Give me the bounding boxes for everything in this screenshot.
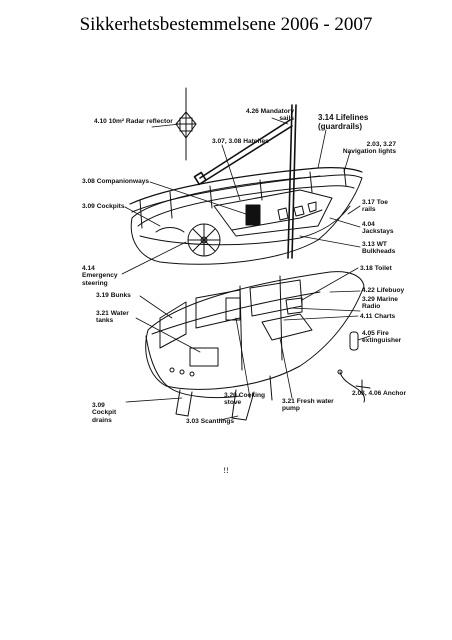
footnote: !! bbox=[223, 466, 229, 475]
label-toe-rails: 3.17 Toe rails bbox=[362, 199, 388, 214]
anchor-drawing bbox=[337, 369, 371, 403]
label-scantlings: 3.03 Scantlings bbox=[186, 418, 235, 425]
label-cockpits: 3.09 Cockpits bbox=[82, 203, 125, 210]
label-wt-bulkheads: 3.13 WT Bulkheads bbox=[362, 241, 396, 256]
label-toilet: 3.18 Toilet bbox=[360, 265, 392, 272]
label-jackstays: 4.04 Jackstays bbox=[362, 221, 394, 236]
label-anchor: 2.03, 4.06 Anchor bbox=[352, 390, 407, 397]
leader-lines bbox=[121, 117, 371, 421]
label-charts: 4.11 Charts bbox=[360, 313, 396, 320]
label-marine-radio: 3.29 Marine Radio bbox=[362, 296, 398, 311]
label-water-tanks: 3.21 Water tanks bbox=[96, 310, 129, 325]
deck-drawing bbox=[129, 167, 363, 265]
label-lifebuoy: 4.22 Lifebuoy bbox=[362, 287, 405, 294]
label-cooking-stove: 3.20 Cooking stove bbox=[224, 392, 266, 407]
label-hatches: 3.07, 3.08 Hatches bbox=[212, 138, 269, 145]
label-emergency-steering: 4.14 Emergency steering bbox=[82, 265, 118, 287]
label-fresh-water-pump: 3.21 Fresh water pump bbox=[282, 398, 334, 413]
radar-reflector-drawing bbox=[175, 87, 197, 161]
mast-drawing bbox=[193, 104, 297, 259]
label-lifelines: 3.14 Lifelines (guardrails) bbox=[318, 113, 369, 131]
label-mandatory-sails: 4.26 Mandatory sails bbox=[245, 108, 294, 123]
label-cockpit-drains: 3.09 Cockpit drains bbox=[92, 402, 117, 424]
label-fire-extinguisher: 4.05 Fire extinguisher bbox=[362, 330, 402, 345]
label-radar-reflector: 4.10 10m² Radar reflector bbox=[94, 118, 173, 125]
hull-drawing bbox=[145, 271, 365, 421]
label-companionways: 3.08 Companionways bbox=[82, 178, 150, 185]
page-title: Sikkerhetsbestemmelsene 2006 - 2007 bbox=[79, 14, 373, 35]
label-navigation-lights: 2.03, 3.27 Navigation lights bbox=[342, 141, 396, 156]
label-bunks: 3.19 Bunks bbox=[96, 292, 131, 299]
